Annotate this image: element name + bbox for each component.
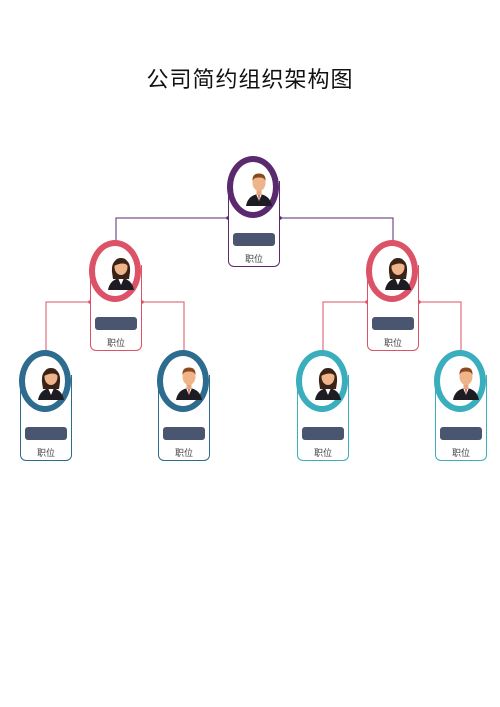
name-placeholder-bar xyxy=(95,317,137,330)
name-placeholder-bar xyxy=(440,427,482,440)
name-placeholder-bar xyxy=(233,233,275,246)
avatar-ring xyxy=(366,240,418,302)
avatar-ring xyxy=(157,350,209,412)
connector-line xyxy=(142,301,185,353)
name-placeholder-bar xyxy=(372,317,414,330)
male-person-icon xyxy=(176,367,202,400)
position-label: 职位 xyxy=(36,449,55,459)
avatar-ring xyxy=(19,350,71,412)
connector-line xyxy=(419,301,462,353)
female-person-icon xyxy=(315,368,341,400)
avatar-ring xyxy=(89,240,141,302)
name-placeholder-bar xyxy=(302,427,344,440)
avatar-ring xyxy=(227,156,279,218)
position-label: 职位 xyxy=(106,339,125,349)
position-label: 职位 xyxy=(174,449,193,459)
avatar-ring xyxy=(434,350,486,412)
male-person-icon xyxy=(453,367,479,400)
name-placeholder-bar xyxy=(25,427,67,440)
connector-line xyxy=(280,217,394,243)
position-label: 职位 xyxy=(313,449,332,459)
position-label: 职位 xyxy=(383,339,402,349)
female-person-icon xyxy=(38,368,64,400)
connector-line xyxy=(45,301,90,353)
female-person-icon xyxy=(108,258,134,290)
position-label: 职位 xyxy=(244,255,263,265)
page-title: 公司简约组织架构图 xyxy=(146,68,354,93)
name-placeholder-bar xyxy=(163,427,205,440)
male-person-icon xyxy=(246,173,272,206)
connector-line xyxy=(115,217,228,243)
avatar-ring xyxy=(296,350,348,412)
female-person-icon xyxy=(385,258,411,290)
position-label: 职位 xyxy=(451,449,470,459)
connector-line xyxy=(322,301,367,353)
